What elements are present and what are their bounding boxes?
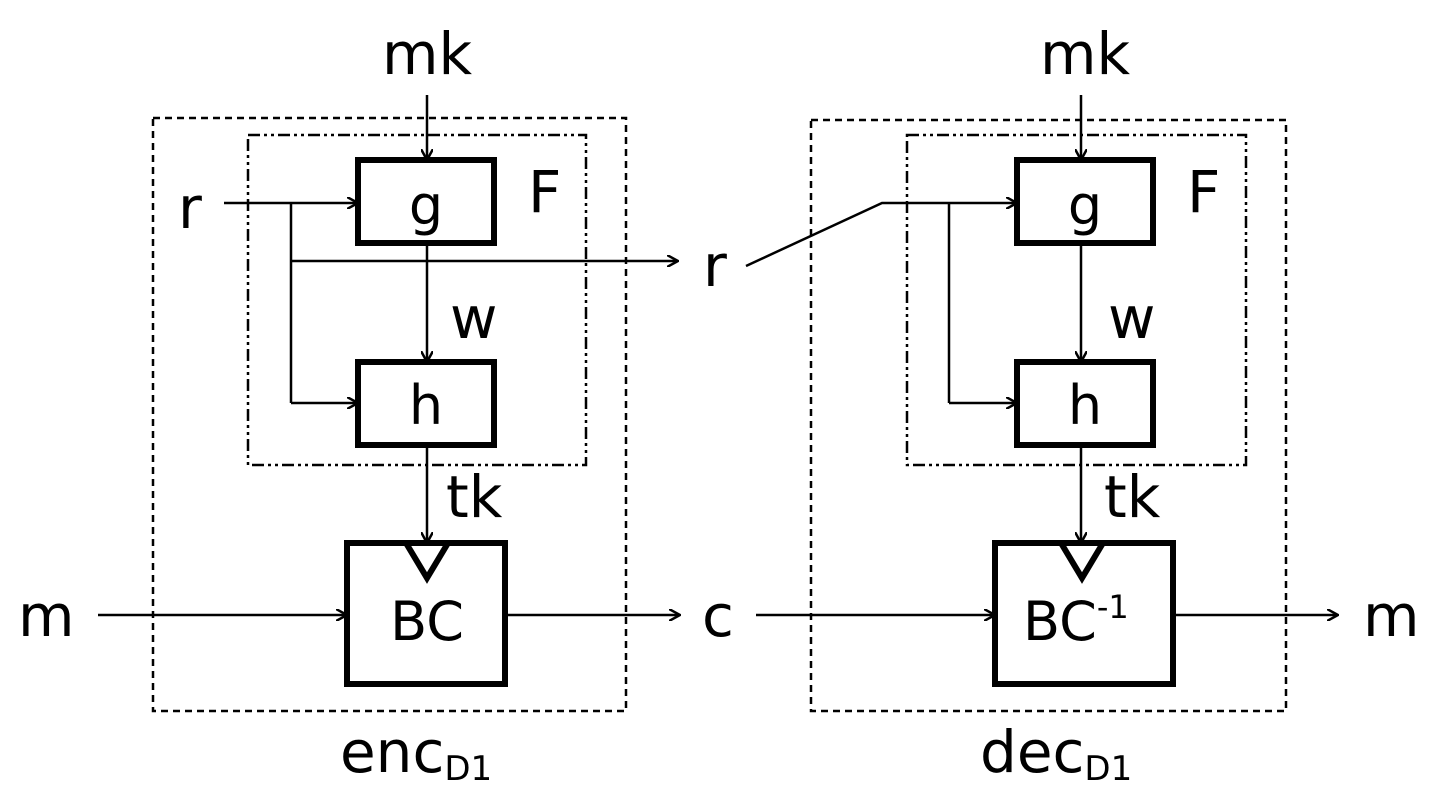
channel-c-label: c <box>702 582 734 650</box>
encoder-bc-box <box>344 540 508 687</box>
decoder-outer-box <box>809 118 1288 713</box>
decoder-g-label: g <box>1068 174 1102 237</box>
decoder-title: decD1 <box>980 718 1132 789</box>
encoder-tweak-notch <box>403 541 451 584</box>
decoder-m-label: m <box>1363 582 1420 650</box>
encoder-mk-label: mk <box>382 20 472 88</box>
encoder-w-label: w <box>450 284 497 352</box>
decoder-tk-label: tk <box>1104 463 1161 531</box>
encoder-h-box <box>355 359 497 448</box>
encoder-g-box <box>355 157 497 246</box>
decoder-tweak-notch <box>1058 541 1106 584</box>
decoder-f-label: F <box>1187 158 1220 226</box>
encoder-outer-box <box>151 116 628 713</box>
decoder-g-box <box>1014 157 1156 246</box>
encoder-f-label: F <box>528 158 561 226</box>
decoder-r-in-wire <box>745 203 1017 268</box>
channel-r-label: r <box>703 232 727 300</box>
encoder-f-box <box>246 133 588 467</box>
decoder-f-box <box>905 133 1248 467</box>
decoder-w-label: w <box>1108 284 1155 352</box>
decoder-h-label: h <box>1068 374 1102 437</box>
decoder-h-box <box>1014 359 1156 448</box>
encoder-h-label: h <box>409 374 443 437</box>
encoder-r-label: r <box>178 174 202 242</box>
encoder-tk-label: tk <box>446 463 503 531</box>
decoder-bc-inverse-label: BC-1 <box>1023 588 1129 653</box>
encoder-title: encD1 <box>340 718 492 789</box>
encoder-m-label: m <box>18 582 75 650</box>
encoder-g-label: g <box>409 174 443 237</box>
encoder-bc-label: BC <box>390 590 464 653</box>
decoder-mk-label: mk <box>1040 20 1130 88</box>
